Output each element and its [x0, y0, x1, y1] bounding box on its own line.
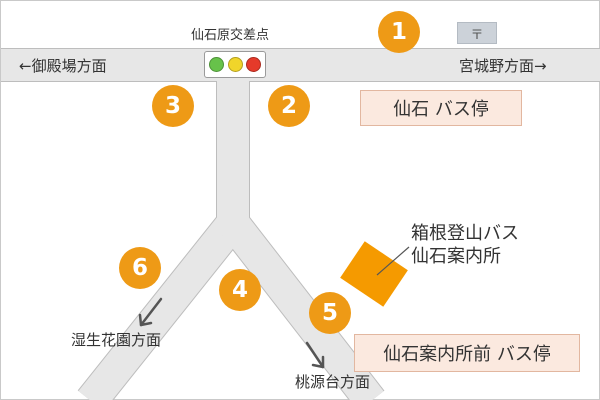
- info-center-name-label: 仙石案内所: [411, 246, 501, 267]
- east-direction-label: 宮城野方面→: [459, 57, 547, 75]
- traffic-lamp-red: [246, 57, 262, 72]
- road-fills: [1, 49, 600, 400]
- marker-1: 1: [378, 11, 420, 53]
- marker-4: 4: [219, 269, 261, 311]
- info-center-building: [340, 241, 408, 307]
- marker-3: 3: [152, 85, 194, 127]
- annaijo-mae-bus-stop-label: 仙石案内所前 バス停: [354, 334, 580, 372]
- west-direction-label: ←御殿場方面: [19, 57, 107, 75]
- marker-2: 2: [268, 85, 310, 127]
- intersection-name-label: 仙石原交差点: [191, 28, 270, 43]
- arrow-southwest: [138, 297, 163, 327]
- south-direction-label: 桃源台方面: [295, 373, 371, 391]
- southwest-direction-label: 湿生花園方面: [71, 331, 162, 349]
- traffic-light: [204, 51, 266, 78]
- south-road-east-branch: [220, 213, 384, 400]
- info-center-operator-label: 箱根登山バス: [411, 223, 519, 244]
- marker-5: 5: [309, 292, 351, 334]
- traffic-lamp-yellow: [227, 57, 243, 72]
- sengoku-bus-stop-label: 仙石 バス停: [360, 90, 522, 126]
- post-office-icon: 〒: [457, 22, 497, 44]
- traffic-lamp-green: [208, 57, 224, 72]
- arrow-south: [305, 341, 325, 369]
- leader-line: [376, 246, 410, 276]
- marker-6: 6: [119, 247, 161, 289]
